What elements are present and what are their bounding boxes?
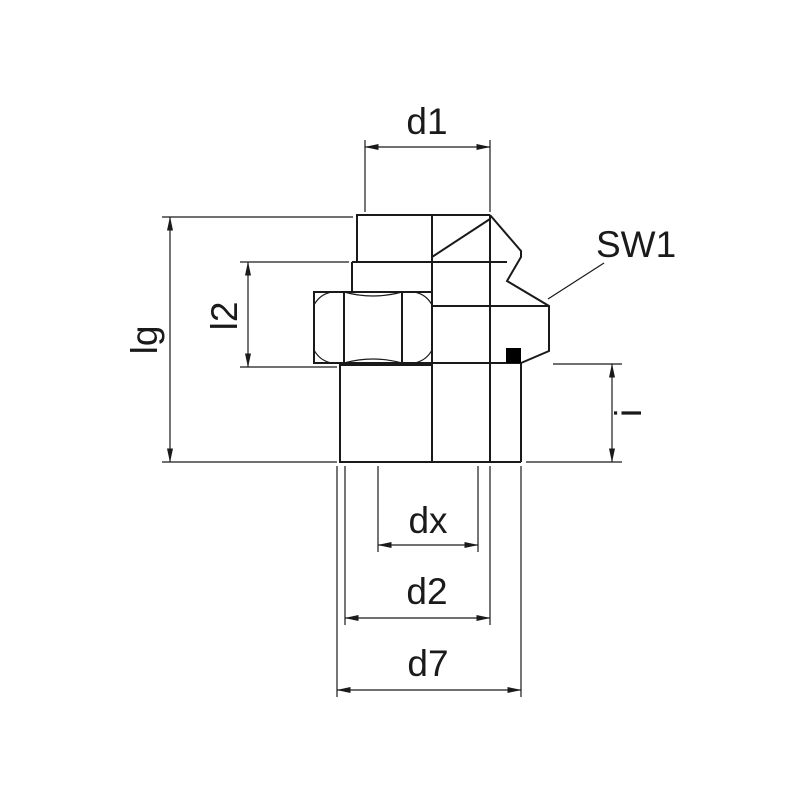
dimension-i: i: [526, 363, 649, 463]
callout-sw1: SW1: [547, 224, 676, 300]
dimension-d2: d2: [344, 466, 491, 625]
dim-label-dx: dx: [408, 500, 448, 541]
dim-label-lg: lg: [124, 326, 165, 355]
seal-ring: [506, 348, 521, 363]
dimension-dx: dx: [377, 466, 479, 552]
dim-label-i: i: [608, 409, 649, 417]
dim-label-l2: l2: [204, 302, 245, 331]
dim-label-sw1: SW1: [596, 224, 676, 265]
dimension-l2: l2: [204, 261, 349, 368]
sw1-leader-line: [547, 262, 605, 300]
dimension-d1: d1: [364, 101, 491, 212]
hex-section: [313, 291, 433, 364]
dimension-d7: d7: [336, 466, 522, 697]
fitting-body: [313, 214, 550, 463]
dimension-lg: lg: [124, 216, 353, 463]
dim-label-d7: d7: [407, 643, 448, 684]
dim-label-d2: d2: [406, 571, 447, 612]
dim-label-d1: d1: [406, 101, 447, 142]
neck-section: [351, 261, 432, 292]
